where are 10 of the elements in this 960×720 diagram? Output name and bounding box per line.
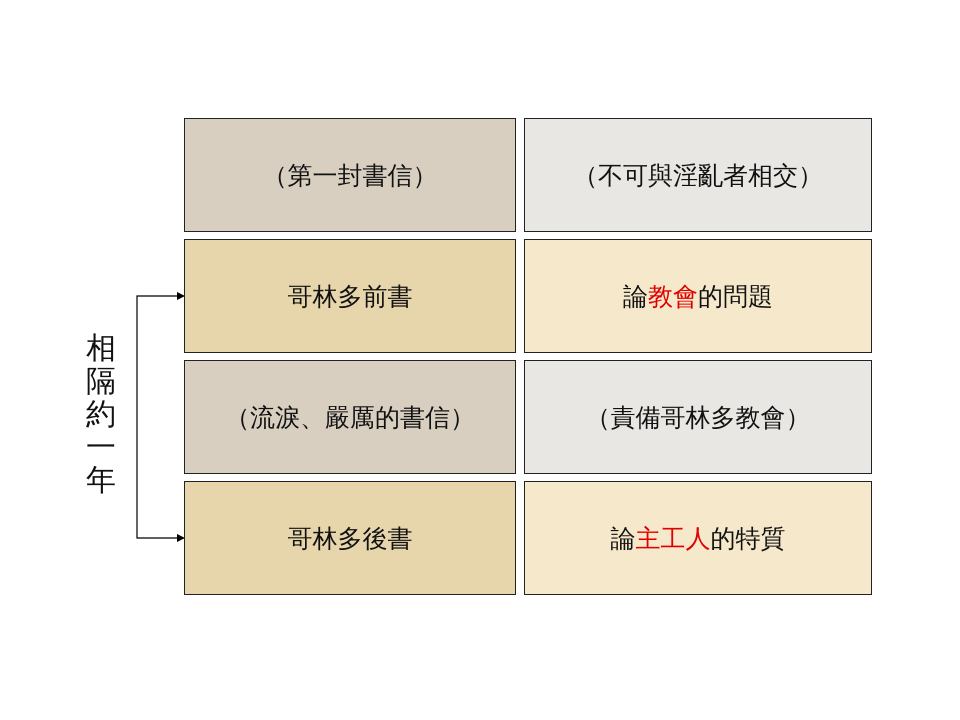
- description-box: 論教會的問題: [524, 239, 872, 353]
- letter-box: 哥林多後書: [184, 481, 516, 595]
- bracket-arrow: [136, 292, 185, 542]
- edge-label: 相隔約一年: [86, 332, 116, 497]
- description-box: （不可與淫亂者相交）: [524, 118, 872, 232]
- letter-box: 哥林多前書: [184, 239, 516, 353]
- description-box: 論主工人的特質: [524, 481, 872, 595]
- letter-box: （流淚、嚴厲的書信）: [184, 360, 516, 474]
- letter-box: （第一封書信）: [184, 118, 516, 232]
- description-box: （責備哥林多教會）: [524, 360, 872, 474]
